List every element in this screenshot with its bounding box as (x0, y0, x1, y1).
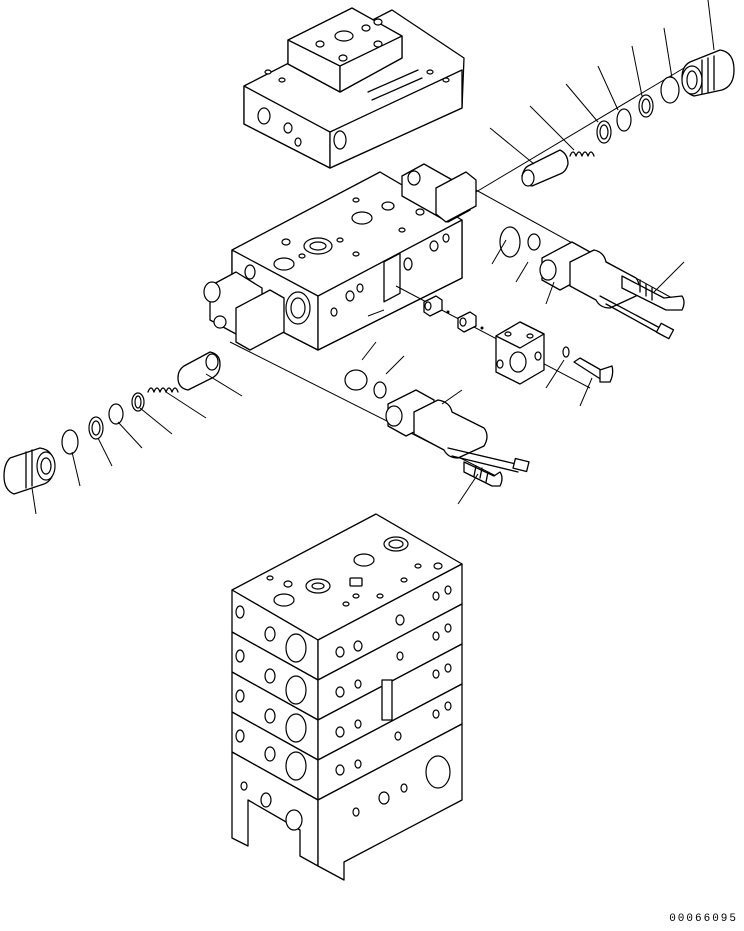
mid-components (424, 296, 613, 384)
top-cover-block (244, 8, 464, 168)
drawing-number: 00066095 (669, 913, 738, 925)
lower-plug-series (4, 352, 220, 494)
upper-solenoid-assembly (500, 227, 684, 339)
lower-solenoid-assembly (345, 370, 529, 486)
upper-plug-series (522, 50, 734, 186)
stacked-valve-assembly (232, 514, 462, 880)
leader-lines (32, 0, 714, 514)
valve-section-block (204, 164, 476, 350)
